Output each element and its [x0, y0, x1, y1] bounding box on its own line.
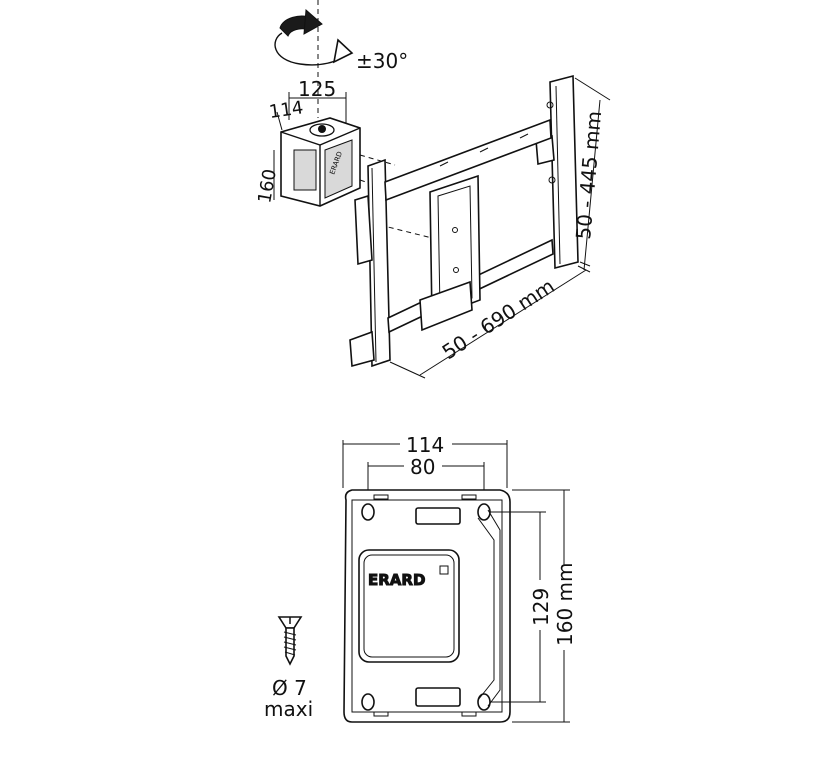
hole-spacing-h-label: 80	[410, 455, 435, 479]
arm-depth-label: 114	[268, 97, 305, 123]
plate-width-label: 114	[406, 433, 444, 457]
screw-diameter-label: Ø 7	[272, 676, 307, 700]
rotation-arrow-icon	[274, 8, 354, 66]
arm-width-label: 125	[298, 77, 336, 101]
arm-housing: ERARD	[280, 117, 361, 207]
screw-icon	[277, 616, 303, 666]
rotation-label: ±30°	[356, 49, 408, 73]
frame-height-label: 50 - 445 mm	[571, 110, 606, 240]
isometric-bracket: ±30° 125 114 160 ERARD	[254, 0, 611, 379]
arm-dimensions: 125 114 160	[254, 77, 347, 205]
plate-brand: ERARD	[368, 571, 425, 589]
wall-plate-front-view: 114 80 ERARD 129	[342, 433, 577, 723]
plate-height-label: 160 mm	[553, 563, 577, 647]
hole-spacing-v-label: 129	[529, 588, 553, 626]
screw-max-label: maxi	[264, 697, 313, 721]
tv-frame	[349, 74, 579, 368]
arm-height-label: 160	[254, 167, 281, 204]
